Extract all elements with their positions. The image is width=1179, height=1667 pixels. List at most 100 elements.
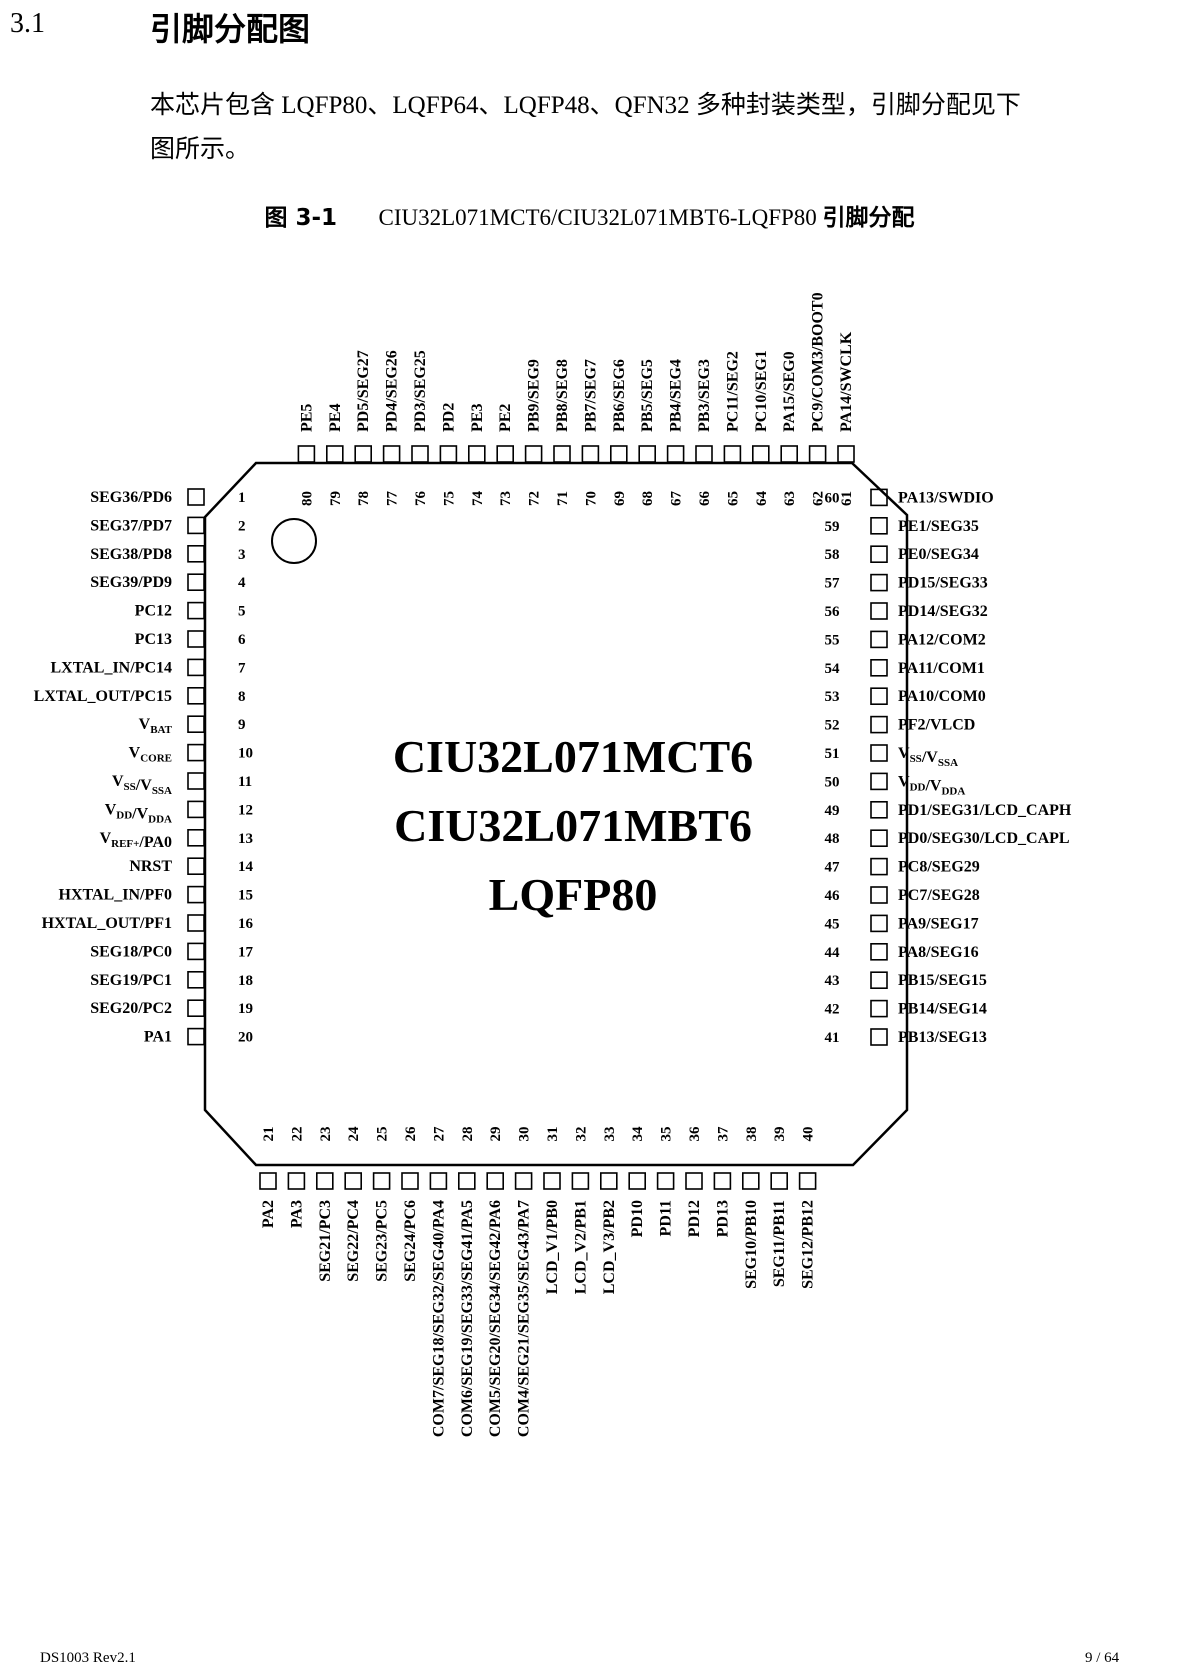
pin-pad-right-55 — [870, 630, 888, 649]
pin-number-35: 35 — [659, 1127, 675, 1142]
pin-pad-left-19 — [187, 999, 205, 1018]
pin-label-72: PB9/SEG9 — [526, 359, 543, 432]
pin-pad-left-7 — [187, 658, 205, 677]
pin-pad-right-46 — [870, 886, 888, 904]
pin-number-65: 65 — [725, 491, 741, 506]
pin-pad-top-72 — [524, 445, 543, 463]
pin-number-51: 51 — [825, 746, 840, 762]
pin-pad-bottom-38 — [741, 1172, 760, 1190]
pin-number-50: 50 — [825, 774, 840, 790]
pin-pad-bottom-22 — [287, 1172, 306, 1190]
pin-label-33: LCD_V3/PB2 — [601, 1200, 618, 1294]
pin-number-60: 60 — [825, 490, 840, 506]
pin-number-11: 11 — [238, 774, 252, 790]
pin-number-17: 17 — [238, 944, 254, 960]
section-number: 3.1 — [10, 8, 45, 39]
pin-number-54: 54 — [825, 661, 841, 677]
pin-number-44: 44 — [825, 945, 841, 961]
pin-label-10: VCORE — [129, 745, 172, 765]
pinout-diagram: CIU32L071MCT6 CIU32L071MBT6 LQFP80 1SEG3… — [34, 292, 1072, 1437]
pin-number-9: 9 — [238, 717, 246, 733]
pin-pad-top-65 — [723, 445, 742, 463]
pin-number-29: 29 — [488, 1127, 504, 1142]
pin-label-80: PE5 — [298, 404, 315, 432]
pin-label-5: PC12 — [135, 603, 172, 620]
pin-number-6: 6 — [238, 632, 246, 648]
pin-pad-bottom-35 — [656, 1172, 675, 1190]
pin-number-67: 67 — [669, 491, 685, 507]
pin-label-71: PB8/SEG8 — [554, 359, 571, 432]
pin-label-56: PD14/SEG32 — [898, 603, 988, 620]
figure-number: 图 3-1 — [264, 205, 337, 231]
chip-body — [203, 461, 909, 1167]
pin-pad-bottom-24 — [344, 1172, 363, 1190]
pin-label-67: PB4/SEG4 — [668, 359, 685, 432]
pin-label-47: PC8/SEG29 — [898, 859, 980, 876]
pin-number-10: 10 — [238, 746, 253, 762]
pin-number-71: 71 — [555, 491, 571, 506]
footer-doc-id: DS1003 Rev2.1 — [40, 1650, 136, 1666]
pin-label-65: PC11/SEG2 — [724, 351, 741, 432]
pin-number-70: 70 — [583, 491, 599, 506]
pin-label-31: LCD_V1/PB0 — [544, 1200, 561, 1294]
pin-pad-bottom-27 — [429, 1172, 448, 1190]
pin-pad-right-54 — [870, 658, 888, 677]
pin-label-13: VREF+/PA0 — [100, 830, 172, 851]
pin-pad-left-15 — [187, 885, 205, 904]
pin-number-8: 8 — [238, 689, 246, 705]
pin-pad-right-49 — [870, 800, 888, 819]
pin-number-61: 61 — [839, 491, 855, 506]
pin-number-7: 7 — [238, 660, 246, 676]
pin-number-37: 37 — [715, 1126, 731, 1142]
chip-name-line-2: CIU32L071MBT6 — [394, 800, 752, 851]
pin-number-23: 23 — [318, 1127, 334, 1142]
pin-pad-bottom-26 — [401, 1172, 419, 1190]
pin-number-64: 64 — [754, 491, 770, 507]
pin-pad-top-76 — [411, 445, 429, 463]
pin-number-18: 18 — [238, 973, 253, 989]
pin-label-42: PB14/SEG14 — [898, 1001, 987, 1018]
pin-number-16: 16 — [238, 916, 254, 932]
pin-label-58: PE0/SEG34 — [898, 546, 979, 563]
pins-layer: 1SEG36/PD62SEG37/PD73SEG38/PD84SEG39/PD9… — [34, 292, 1072, 1437]
pin-pad-right-60 — [870, 488, 888, 507]
pin-label-57: PD15/SEG33 — [898, 575, 988, 592]
intro-paragraph: 本芯片包含 LQFP80、LQFP64、LQFP48、QFN32 多种封装类型，… — [150, 84, 1150, 172]
pin-pad-bottom-29 — [486, 1172, 505, 1190]
pin-label-69: PB6/SEG6 — [611, 359, 628, 432]
pin-number-31: 31 — [545, 1127, 561, 1142]
pin-number-39: 39 — [772, 1127, 788, 1142]
pin-pad-right-59 — [870, 516, 888, 535]
pin-label-8: LXTAL_OUT/PC15 — [34, 688, 172, 705]
pin-pad-left-9 — [187, 715, 205, 734]
pin-pad-left-5 — [187, 601, 205, 620]
pin-pad-top-62 — [808, 445, 827, 463]
figure-caption: 图 3-1 CIU32L071MCT6/CIU32L071MBT6-LQFP80… — [0, 198, 1179, 232]
pin-number-28: 28 — [460, 1127, 476, 1142]
pin-pad-right-44 — [870, 942, 888, 961]
pin-number-25: 25 — [375, 1127, 391, 1142]
pin-label-55: PA12/COM2 — [898, 631, 986, 648]
pin-pad-bottom-21 — [259, 1172, 277, 1190]
pin-number-77: 77 — [385, 491, 401, 507]
pin-pad-top-74 — [467, 445, 486, 463]
pin-pad-top-78 — [354, 445, 373, 463]
pin-number-5: 5 — [238, 604, 246, 620]
pin-label-45: PA9/SEG17 — [898, 915, 979, 932]
pin-label-48: PD0/SEG30/LCD_CAPL — [898, 830, 1070, 847]
pin-label-53: PA10/COM0 — [898, 688, 986, 705]
pin-label-40: SEG12/PB12 — [800, 1200, 817, 1289]
pin-label-62: PC9/COM3/BOOT0 — [810, 292, 827, 432]
pin-number-58: 58 — [825, 547, 840, 563]
pin-label-29: COM5/SEG20/SEG34/SEG42/PA6 — [487, 1200, 504, 1437]
pin-pad-left-3 — [187, 544, 205, 563]
pin-pad-left-2 — [187, 516, 205, 535]
pin-number-26: 26 — [403, 1126, 419, 1142]
pin-label-79: PE4 — [327, 404, 344, 432]
pin-number-27: 27 — [431, 1126, 447, 1142]
pin-pad-left-6 — [187, 630, 205, 648]
pin-number-73: 73 — [498, 491, 514, 506]
pin-label-41: PB13/SEG13 — [898, 1029, 987, 1046]
pin-number-45: 45 — [825, 916, 840, 932]
pin-label-14: NRST — [129, 858, 172, 875]
